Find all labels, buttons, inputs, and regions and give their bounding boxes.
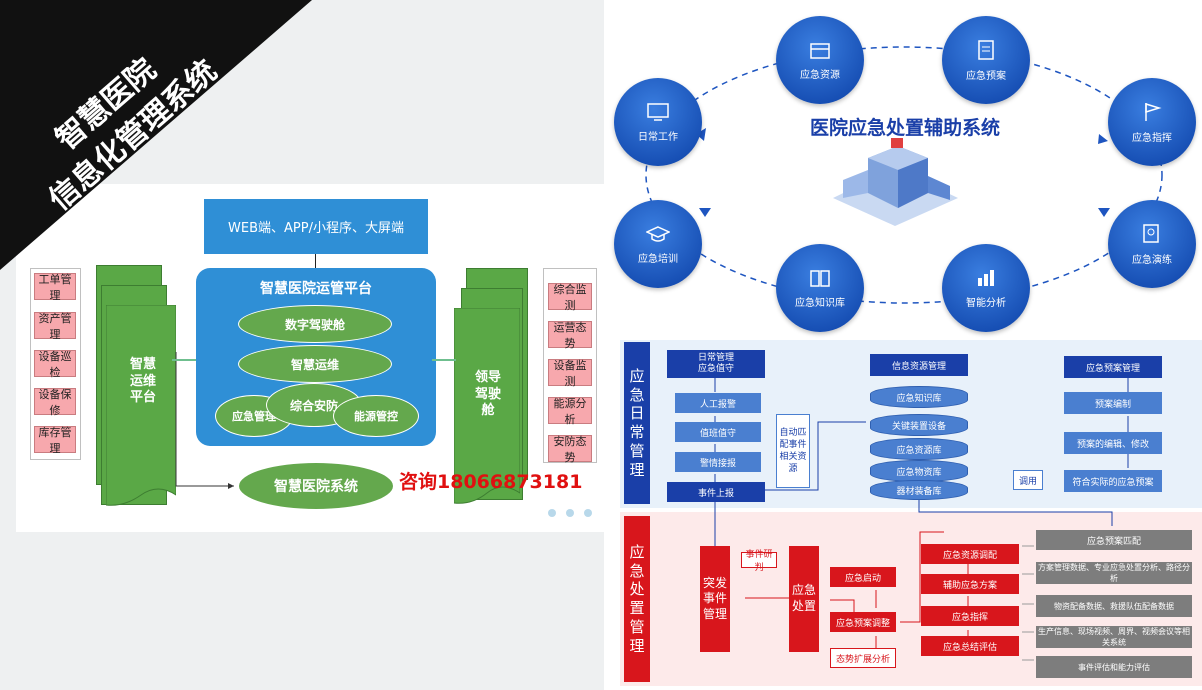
chain-step: 应急总结评估	[921, 636, 1019, 656]
node-label: 应急演练	[1132, 254, 1172, 266]
chain-step: 应急资源调配	[921, 544, 1019, 564]
corner-banner-triangle	[0, 0, 312, 270]
right-item: 综合监测	[548, 283, 592, 312]
daily-step: 值班值守	[675, 422, 761, 442]
right-item: 安防态势	[548, 435, 592, 464]
hospital-system-oval: 智慧医院系统	[238, 462, 394, 510]
node-label: 应急预案	[966, 70, 1006, 82]
trend-analysis: 态势扩展分析	[830, 648, 896, 668]
input-data: 方案管理数据、专业应急处置分析、路径分析	[1036, 562, 1192, 584]
hospital-building-illustration	[833, 138, 958, 226]
client-endpoints-bar: WEB端、APP/小程序、大屏端	[204, 199, 428, 254]
node-label: 日常工作	[638, 131, 678, 143]
resource-header: 信息资源管理	[870, 354, 968, 376]
plan-header: 应急预案管理	[1064, 356, 1162, 378]
node-knowledge-base[interactable]: 应急知识库	[776, 244, 864, 332]
chain-step: 应急指挥	[921, 606, 1019, 626]
chain-step: 辅助应急方案	[921, 574, 1019, 594]
incident-judgement: 事件研判	[741, 550, 777, 573]
daily-header: 日常管理 应急值守	[667, 350, 765, 378]
node-label: 应急知识库	[795, 297, 845, 309]
connector-arrow	[315, 254, 316, 268]
pager-dot	[566, 509, 574, 517]
left-item: 资产管理	[34, 312, 76, 341]
right-item: 运营态势	[548, 321, 592, 350]
emergency-start: 应急启动	[830, 567, 896, 587]
left-item: 设备巡检	[34, 350, 76, 379]
section-label-daily: 应急日常管理	[624, 342, 650, 504]
resource-layer: 关键装置设备	[870, 414, 968, 436]
bar-chart-icon	[978, 269, 994, 286]
node-emergency-command[interactable]: 应急指挥	[1108, 78, 1196, 166]
input-data: 物资配备数据、救援队伍配备数据	[1036, 595, 1192, 617]
emergency-disposal: 应急处置	[789, 546, 819, 652]
left-connectors	[172, 352, 456, 489]
plan-match: 应急预案匹配	[1036, 530, 1192, 550]
plan-step: 预案编制	[1064, 392, 1162, 414]
node-label: 应急培训	[638, 253, 678, 265]
daily-step: 人工报警	[675, 393, 761, 413]
cycle-title: 医院应急处置辅助系统	[809, 117, 1000, 139]
flag-icon	[1145, 102, 1162, 121]
flow-connectors	[714, 376, 1129, 661]
right-wave-front	[454, 308, 520, 504]
platform-title: 智慧医院运管平台	[260, 281, 372, 297]
node-emergency-training[interactable]: 应急培训	[614, 200, 702, 288]
section-label-handling: 应急处置管理	[624, 516, 650, 682]
input-data: 事件评估和能力评估	[1036, 656, 1192, 678]
right-wave-label: 领导驾驶舱	[474, 369, 501, 419]
left-item: 工单管理	[34, 273, 76, 302]
right-item: 设备监测	[548, 359, 592, 388]
right-item: 能源分析	[548, 397, 592, 426]
node-label: 智能分析	[966, 297, 1006, 309]
oval-energy-control: 能源管控	[333, 395, 419, 437]
graduation-cap-icon	[646, 225, 670, 242]
plan-step: 符合实际的应急预案	[1064, 470, 1162, 492]
node-daily-work[interactable]: 日常工作	[614, 78, 702, 166]
cycle-ring	[645, 46, 1163, 304]
left-item: 库存管理	[34, 426, 76, 455]
oval-digital-cockpit: 数字驾驶舱	[238, 305, 392, 343]
oval-smart-maintenance: 智慧运维	[238, 345, 392, 383]
left-wave-front	[106, 305, 176, 506]
pager-dot	[548, 509, 556, 517]
node-label: 应急指挥	[1132, 132, 1172, 144]
plan-step: 预案的编辑、修改	[1064, 432, 1162, 454]
daily-step-report: 事件上报	[667, 482, 765, 502]
node-emergency-drill[interactable]: 应急演练	[1108, 200, 1196, 288]
monitor-icon	[647, 102, 669, 121]
plan-adjustment: 应急预案调整	[830, 612, 896, 632]
daily-step: 警情接报	[675, 452, 761, 472]
auto-match-note: 自动匹配事件相关资源	[776, 414, 810, 488]
resource-layer: 应急物资库	[870, 460, 968, 482]
resource-layer: 器材装备库	[870, 480, 968, 500]
document-icon	[978, 39, 994, 60]
left-wave-label: 智慧运维平台	[129, 356, 156, 406]
node-smart-analysis[interactable]: 智能分析	[942, 244, 1030, 332]
drill-icon	[1143, 223, 1159, 243]
node-label: 应急资源	[800, 69, 840, 81]
incident-management: 突发事件管理	[700, 546, 730, 652]
node-emergency-resources[interactable]: 应急资源	[776, 16, 864, 104]
resource-layer: 应急资源库	[870, 438, 968, 460]
left-item: 设备保修	[34, 388, 76, 417]
book-icon	[810, 269, 830, 287]
input-data: 生产信息、现场视频、周界、视频会议等相关系统	[1036, 626, 1192, 648]
pager-dot	[584, 509, 592, 517]
resource-layer: 应急知识库	[870, 386, 968, 408]
contact-phone: 咨询18066873181	[399, 471, 583, 493]
node-emergency-plan[interactable]: 应急预案	[942, 16, 1030, 104]
box-icon	[810, 42, 830, 59]
call-label: 调用	[1013, 470, 1043, 490]
